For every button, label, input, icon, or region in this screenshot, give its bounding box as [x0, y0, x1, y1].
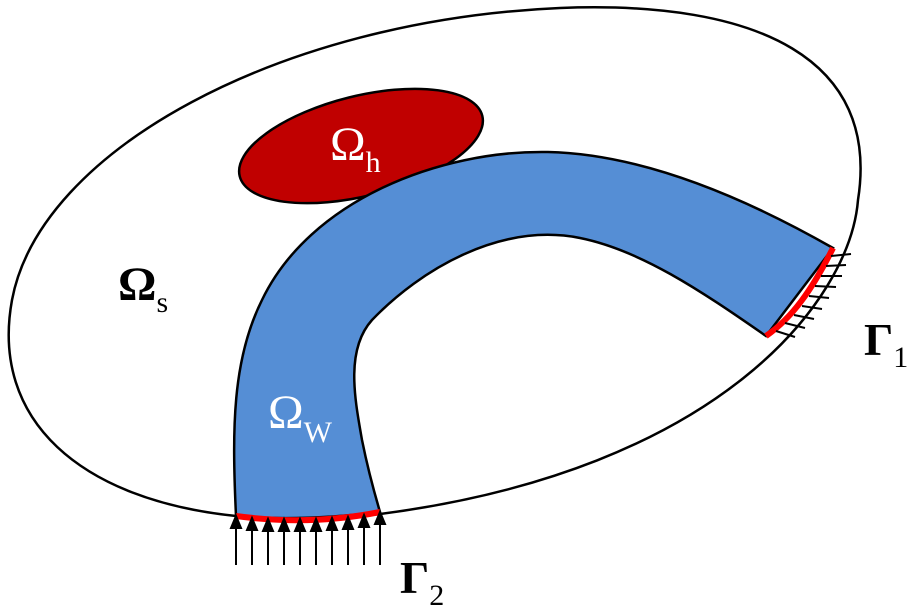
inflow-arrow: [293, 516, 307, 565]
well-region: [232, 150, 835, 520]
gamma-2-inflow-arrows: [229, 509, 387, 565]
gamma-1-boundary: [764, 246, 836, 339]
gamma-1-hatch-marks: [775, 253, 852, 338]
inflow-arrow: [341, 514, 355, 565]
inflow-arrow: [229, 513, 243, 565]
gamma-1-label: Γ1: [864, 314, 908, 374]
inflow-arrow: [261, 516, 275, 565]
gamma-2-label: Γ2: [400, 552, 444, 612]
inflow-arrow: [373, 509, 387, 565]
inflow-arrow: [277, 516, 291, 565]
inflow-arrow: [245, 515, 259, 565]
inflow-arrow: [357, 512, 371, 565]
omega-h-label: Ωh: [330, 118, 381, 179]
inflow-arrow: [309, 516, 323, 565]
omega-s-label: Ωs: [118, 258, 168, 319]
omega-w-label: ΩW: [268, 386, 333, 449]
inflow-arrow: [325, 515, 339, 565]
